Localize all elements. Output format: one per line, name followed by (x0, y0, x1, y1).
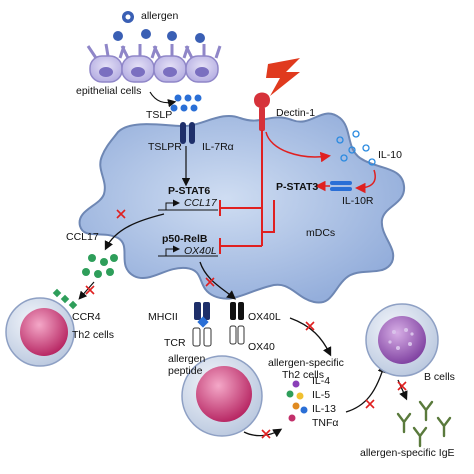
ige-block-x (397, 381, 407, 391)
ccl17-molecules (82, 254, 118, 278)
cytokine-block-x (261, 429, 271, 439)
epithelial-to-tslp-arrow (149, 91, 177, 108)
allergen-peptide-label-1: allergen (168, 353, 206, 365)
ox40l-block-x (205, 277, 215, 287)
tnfa-label: TNFα (312, 417, 339, 429)
ige-antibodies (396, 400, 452, 448)
ccr4-label: CCR4 (72, 311, 101, 323)
il10-molecules (336, 130, 376, 166)
il7ra-label: IL-7Rα (202, 141, 234, 153)
ccl17-to-ccr4-arrow (78, 281, 95, 300)
tslpr-label: TSLPR (148, 141, 182, 153)
ox40l-label: OX40L (248, 311, 281, 323)
allergen-specific-th2-cell (181, 355, 263, 437)
il5-label: IL-5 (312, 389, 331, 401)
th2-cell-left (5, 297, 75, 367)
il10r-label: IL-10R (342, 195, 374, 207)
dectin1-label: Dectin-1 (276, 107, 316, 119)
ox40-label: OX40 (248, 341, 275, 353)
mhcii-tcr-complex (192, 302, 212, 347)
ccr4-receptors (52, 288, 78, 310)
allergen-specific-th2-label-2: Th2 cells (282, 369, 325, 381)
ox40-block-x (305, 321, 315, 331)
ox40l-ox40-complex (229, 302, 245, 345)
ccl17-block-x (116, 209, 126, 219)
b-cells-label: B cells (424, 371, 455, 383)
dectin1-inhibition-lines (219, 130, 275, 254)
ccl17-secretion-arrow (104, 213, 165, 251)
tcr-label: TCR (164, 337, 186, 349)
il13-label: IL-13 (312, 403, 336, 415)
cytokine-to-bcell-arrow (345, 363, 387, 413)
ccr4-block-x (85, 285, 95, 295)
stimulus-lightning (266, 58, 300, 96)
tslpr-receptor (180, 122, 195, 144)
allergen-particles (113, 11, 205, 43)
epithelial-cells-label: epithelial cells (76, 85, 142, 97)
ccl17-gene-label: CCL17 (184, 197, 217, 209)
b-cell (365, 303, 439, 377)
cytokine-molecules (286, 380, 308, 422)
mdcs-label: mDCs (306, 227, 336, 239)
mhcii-label: MHCII (148, 311, 178, 323)
tslp-label: TSLP (146, 109, 173, 121)
th2-cytokine-arrow (243, 428, 283, 438)
allergen-specific-th2-label-1: allergen-specific (268, 357, 344, 369)
il10r-receptor (330, 181, 352, 191)
ox40l-arrow (199, 261, 236, 300)
tslp-molecules (170, 94, 202, 112)
pstat6-label: P-STAT6 (168, 185, 211, 197)
gene-promoters (158, 199, 218, 257)
ccl17-label: CCL17 (66, 231, 99, 243)
ox40l-gene-label: OX40L (184, 245, 217, 257)
dectin1-receptor (254, 92, 270, 131)
allergen-label: allergen (141, 10, 179, 22)
il10-to-il10r-arrow (355, 169, 376, 194)
il10-label: IL-10 (378, 149, 402, 161)
ox40-to-th2-arrow (289, 317, 332, 357)
allergen-peptide-label-2: peptide (168, 365, 203, 377)
th2-cells-label: Th2 cells (72, 329, 115, 341)
pstat3-label: P-STAT3 (276, 181, 319, 193)
epithelial-cells (86, 43, 222, 83)
bcell-block-x (365, 399, 375, 409)
dectin1-to-il10-arrow (265, 131, 331, 163)
allergen-specific-ige-label: allergen-specific IgE (360, 447, 455, 459)
il4-label: IL-4 (312, 375, 331, 387)
p50relb-label: p50-RelB (162, 233, 208, 245)
